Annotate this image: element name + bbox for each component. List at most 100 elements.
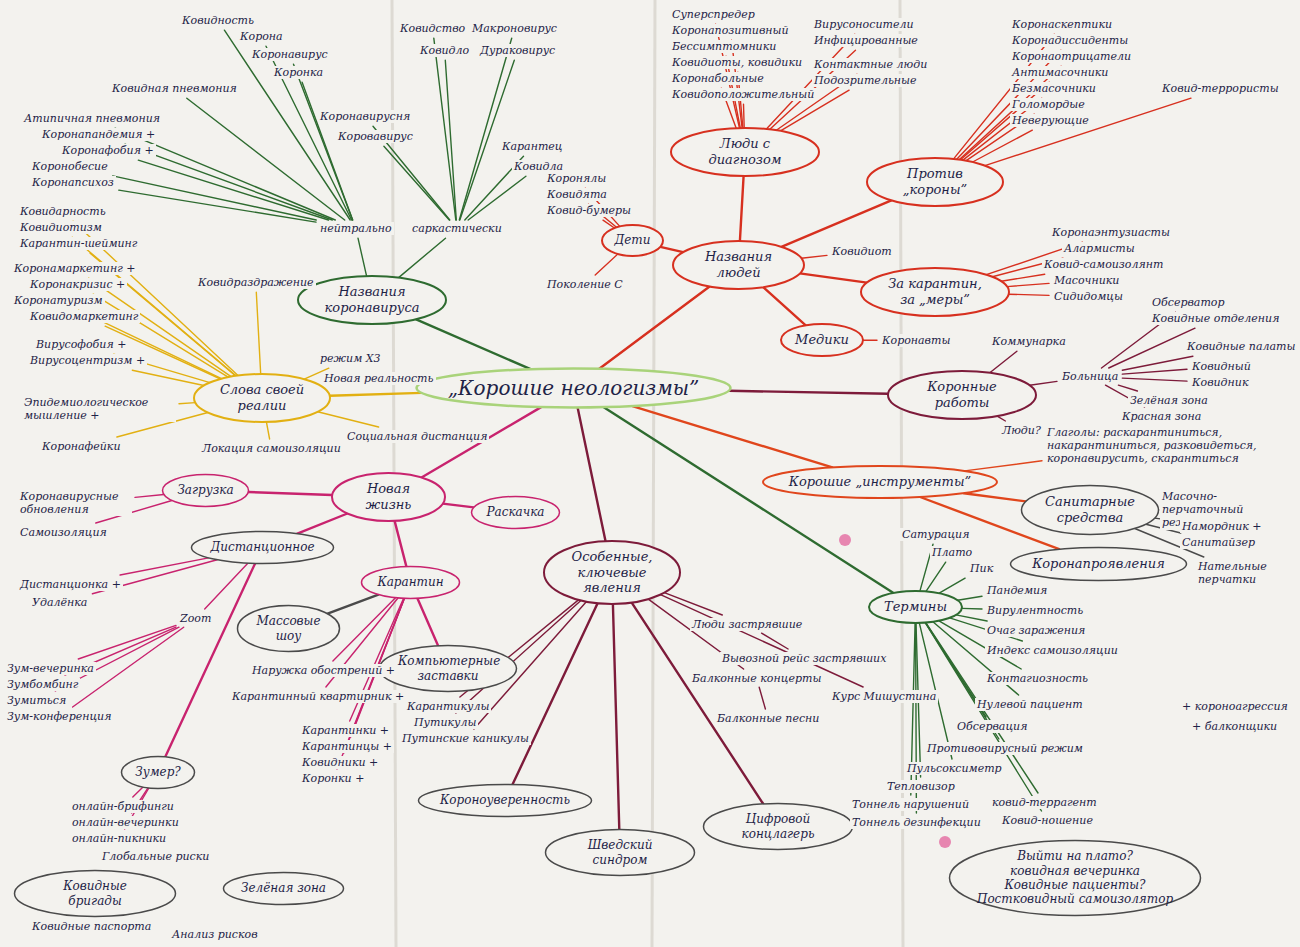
term-label: Путикулы (412, 716, 478, 729)
term-label: Коронаскептики (1010, 18, 1114, 31)
topic-text: Коронные работы (907, 379, 1017, 410)
topic-text-group: Люди с диагнозом (690, 136, 800, 167)
topic-oval: Компьютерные заставки (378, 644, 518, 693)
branch-line (964, 493, 1026, 501)
topic-text-group: Термины (884, 599, 947, 615)
leader-line (224, 30, 350, 220)
topic-text-group: Против „короны” (885, 166, 985, 197)
topic-text-group: Новая жизнь (349, 481, 429, 512)
branch-line (763, 287, 806, 325)
term-label: Тоннель нарушений (850, 798, 971, 811)
oval-shape (671, 128, 819, 176)
oval-shape (417, 369, 731, 408)
term-label: Коронафобия + (60, 144, 156, 157)
topic-oval: Короноуверенность (417, 783, 593, 818)
term-label: режим X3 (318, 352, 383, 365)
topic-text-group: Загрузка (177, 483, 233, 497)
term-label: Социальная дистанция (345, 430, 489, 443)
term-label: Карантинцы + (300, 740, 394, 753)
oval-shape (544, 541, 680, 604)
term-label: Санитайзер (1180, 536, 1257, 549)
term-label: Алармисты (1062, 242, 1137, 255)
term-label: Ковид-ношение (1000, 814, 1095, 827)
topic-text: ковидная вечеринка (977, 864, 1173, 878)
leader-line (595, 254, 618, 275)
term-label: Контагиозность (985, 672, 1090, 685)
topic-text-group: Цифровой концлагерь (723, 812, 833, 841)
term-label: Противовирусный режим (925, 742, 1085, 755)
topic-text: Корошие „инструменты” (789, 474, 971, 490)
term-label: Наружка обострений + (250, 664, 397, 677)
leader-line (965, 461, 1042, 471)
topic-text: Дети (615, 233, 651, 247)
oval-shape (888, 371, 1036, 419)
leader-line (205, 563, 248, 609)
branch-line (443, 504, 474, 508)
branch-line (632, 603, 764, 804)
topic-text-group: Компьютерные заставки (398, 654, 498, 683)
term-label: Карантинный квартирник + (230, 690, 406, 703)
term-label: Курс Мишустина (830, 690, 938, 703)
leader-line (973, 130, 1033, 162)
oval-shape (781, 324, 863, 356)
term-label: Ковид-самоизолянт (1042, 258, 1165, 271)
topic-text: Новая жизнь (349, 481, 429, 512)
topic-text-group: Карантин (377, 575, 443, 589)
topic-oval: Против „короны” (865, 156, 1005, 208)
term-label: Балконные концерты (690, 672, 823, 685)
topic-text: Дистанционное (210, 540, 314, 554)
term-label: Карантин-шейминг (18, 237, 139, 250)
term-label: Коронавты (880, 334, 952, 347)
leader-line (1030, 381, 1057, 385)
topic-text-group: Названия людей (691, 249, 786, 280)
topic-text-group: Санитарные средства (1040, 494, 1140, 525)
term-label: Коронакризис + (28, 278, 127, 291)
branch-line (395, 521, 407, 567)
topic-text-group: Шведский синдром (565, 838, 675, 867)
topic-oval: Ковидные бригады (13, 869, 177, 918)
topic-text: Зумер? (135, 765, 181, 779)
leader-line (759, 687, 765, 709)
leader-line (1009, 294, 1049, 295)
topic-oval: Названия людей (671, 239, 806, 291)
topic-oval: Названия коронавируса (296, 274, 448, 326)
topic-text: Санитарные средства (1040, 494, 1140, 525)
topic-oval: Дети (600, 223, 665, 258)
leader-line (256, 292, 260, 374)
term-label: Ковидята (545, 188, 609, 201)
term-label: Индекс самоизоляции (985, 644, 1120, 657)
term-label: Тоннель дезинфекции (850, 816, 983, 829)
leader-line (468, 176, 526, 220)
leader-line (1109, 328, 1195, 368)
term-label: Суперспредер (670, 8, 757, 21)
leader-line (115, 128, 335, 220)
topic-oval: Люди с диагнозом (669, 126, 821, 178)
oval-shape (546, 830, 695, 876)
term-label: Путинские каникулы (400, 732, 531, 745)
ink-dot (939, 836, 951, 848)
branch-line (297, 514, 347, 534)
leader-line (661, 595, 864, 687)
branch-line (578, 408, 606, 542)
oval-shape (867, 158, 1003, 206)
topic-oval: Зумер? (120, 755, 196, 790)
topic-text-group: Массовые шоу (254, 614, 324, 643)
topic-text: Карантин (377, 575, 443, 589)
topic-oval: Особенные, ключевые явления (542, 539, 682, 606)
term-label: Вирусоцентризм + (28, 354, 147, 367)
term-label: Коронавирусня (318, 110, 412, 123)
term-label: Пульсоксиметр (905, 762, 1004, 775)
leader-line (113, 176, 317, 220)
term-label: Глаголы: раскарантиниться, накарантинить… (1045, 426, 1269, 466)
term-label: саркастически (410, 222, 504, 235)
term-label: Пандемия (985, 584, 1049, 597)
term-label: Зумиться (5, 694, 68, 707)
leader-line (956, 615, 987, 621)
topic-text-group: Коронапроявления (1032, 556, 1165, 572)
leader-line (1122, 369, 1187, 374)
topic-text: За карантин, за „меры” (880, 276, 990, 307)
term-label: Карантинки + (300, 724, 391, 737)
term-label: Ковидиотизм (18, 221, 104, 234)
term-label: Больница (1060, 370, 1120, 383)
